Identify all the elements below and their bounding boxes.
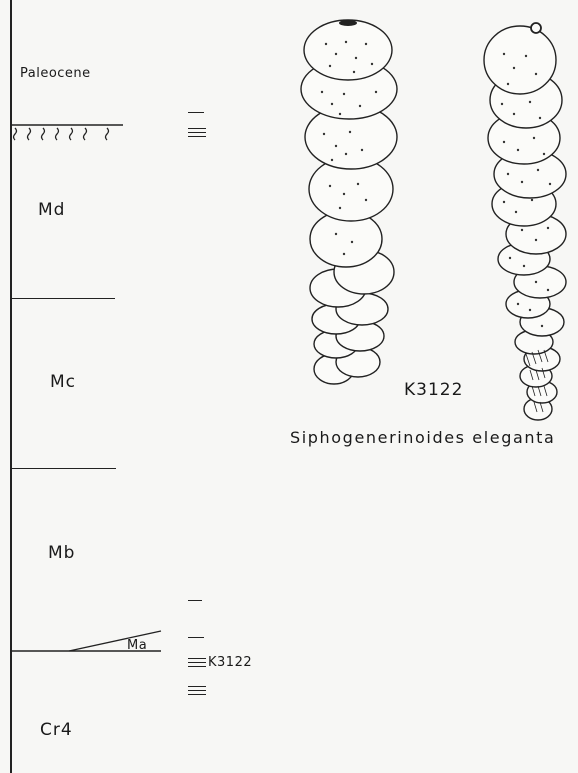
foraminifera-drawing-side — [478, 14, 578, 424]
unit-label-mb: Mb — [48, 543, 75, 563]
boundary-md-mc — [11, 298, 115, 299]
sample-label-k3122: K3122 — [208, 655, 252, 670]
sample-tick — [188, 658, 206, 659]
sample-tick — [188, 694, 206, 695]
unit-label-cr4: Cr4 — [40, 720, 73, 740]
sample-tick — [188, 136, 206, 137]
sample-tick — [188, 690, 206, 691]
unit-label-md: Md — [38, 200, 65, 220]
figure-caption: Siphogenerinoides eleganta — [290, 428, 555, 447]
sample-tick — [188, 112, 204, 113]
sample-tick — [188, 600, 202, 601]
boundary-mc-mb — [11, 468, 116, 469]
sample-tick — [188, 686, 206, 687]
sample-tick — [188, 666, 206, 667]
stratigraphic-column-axis — [10, 0, 12, 773]
specimen-label: K3122 — [404, 380, 463, 400]
sample-tick — [188, 128, 206, 129]
unit-label-mc: Mc — [50, 372, 76, 392]
sample-tick — [188, 132, 206, 133]
sample-tick — [188, 662, 206, 663]
foraminifera-drawing-front — [296, 14, 406, 394]
unit-label-paleocene: Paleocene — [20, 66, 91, 81]
unconformity-boundary — [11, 122, 126, 142]
sample-tick — [188, 637, 204, 638]
unit-label-ma: Ma — [127, 638, 147, 653]
